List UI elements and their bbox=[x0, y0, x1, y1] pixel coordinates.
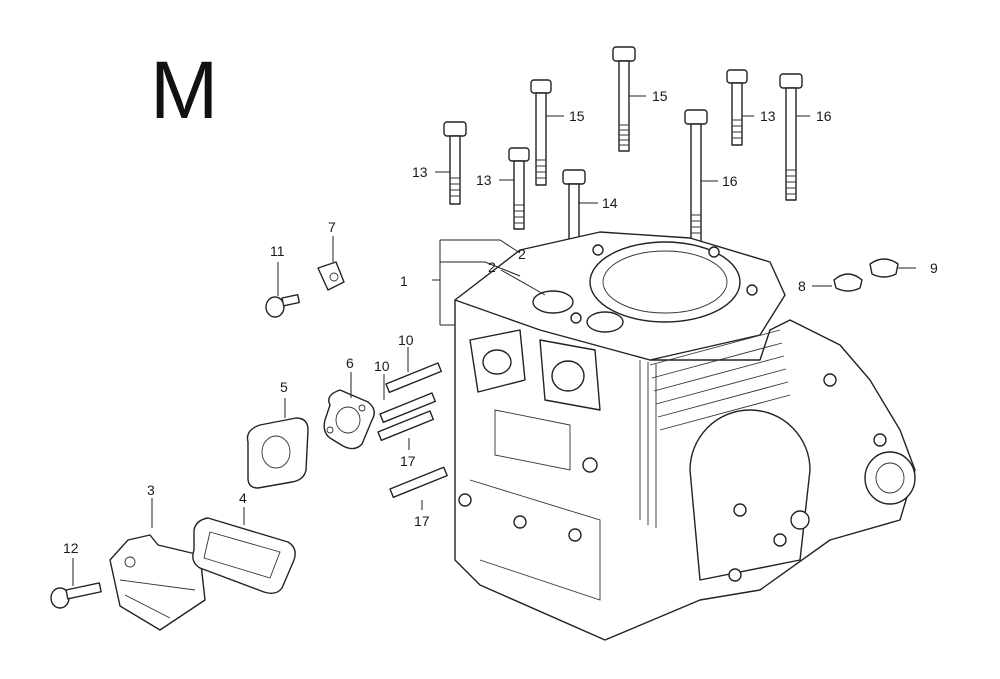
callout-5: 5 bbox=[280, 379, 288, 395]
engine-block bbox=[454, 231, 916, 641]
callout-9: 9 bbox=[930, 260, 938, 276]
cover-3 bbox=[109, 534, 206, 631]
callout-13-center: 13 bbox=[476, 172, 492, 188]
bolt-16-mid bbox=[684, 109, 708, 243]
callout-7: 7 bbox=[328, 219, 336, 235]
callout-16-mid: 16 bbox=[722, 173, 738, 189]
callout-15-short: 15 bbox=[569, 108, 585, 124]
callout-11: 11 bbox=[270, 243, 285, 259]
callout-2-lower: 2 bbox=[488, 259, 496, 275]
callout-15-long: 15 bbox=[652, 88, 668, 104]
bolt-11 bbox=[265, 293, 301, 318]
bolt-13-right bbox=[726, 69, 748, 146]
callout-4: 4 bbox=[239, 490, 247, 506]
callout-10-lower: 10 bbox=[374, 358, 390, 374]
bolt-13-left bbox=[443, 121, 467, 205]
bolt-15-long bbox=[612, 46, 636, 152]
plug-9 bbox=[869, 258, 899, 278]
callout-2-upper: 2 bbox=[518, 246, 526, 262]
callout-16-right: 16 bbox=[816, 108, 832, 124]
gasket-6 bbox=[323, 389, 375, 450]
studs-10-17 bbox=[377, 362, 448, 499]
plug-8 bbox=[833, 273, 863, 292]
bolt-14 bbox=[562, 169, 586, 275]
leader-lines bbox=[72, 95, 916, 586]
callout-10-upper: 10 bbox=[398, 332, 414, 348]
callout-3: 3 bbox=[147, 482, 155, 498]
callout-13-left: 13 bbox=[412, 164, 428, 180]
fitting-7 bbox=[317, 261, 345, 291]
callout-14: 14 bbox=[602, 195, 618, 211]
callout-labels: 1 2 2 3 4 5 6 7 8 9 10 10 11 12 13 13 13… bbox=[63, 88, 938, 556]
bolt-16-right bbox=[779, 73, 803, 201]
gasket-4 bbox=[192, 517, 296, 595]
spacer-5 bbox=[246, 417, 309, 489]
bolt-13-center bbox=[508, 147, 530, 230]
callout-13-right: 13 bbox=[760, 108, 776, 124]
callout-17-lower: 17 bbox=[414, 513, 430, 529]
callout-8: 8 bbox=[798, 278, 806, 294]
callout-12: 12 bbox=[63, 540, 79, 556]
callout-1: 1 bbox=[400, 273, 408, 289]
bolt-15-short bbox=[530, 79, 552, 186]
callout-6: 6 bbox=[346, 355, 354, 371]
bolt-12 bbox=[50, 582, 102, 609]
section-letter: M bbox=[150, 45, 219, 136]
callout-17-upper: 17 bbox=[400, 453, 416, 469]
